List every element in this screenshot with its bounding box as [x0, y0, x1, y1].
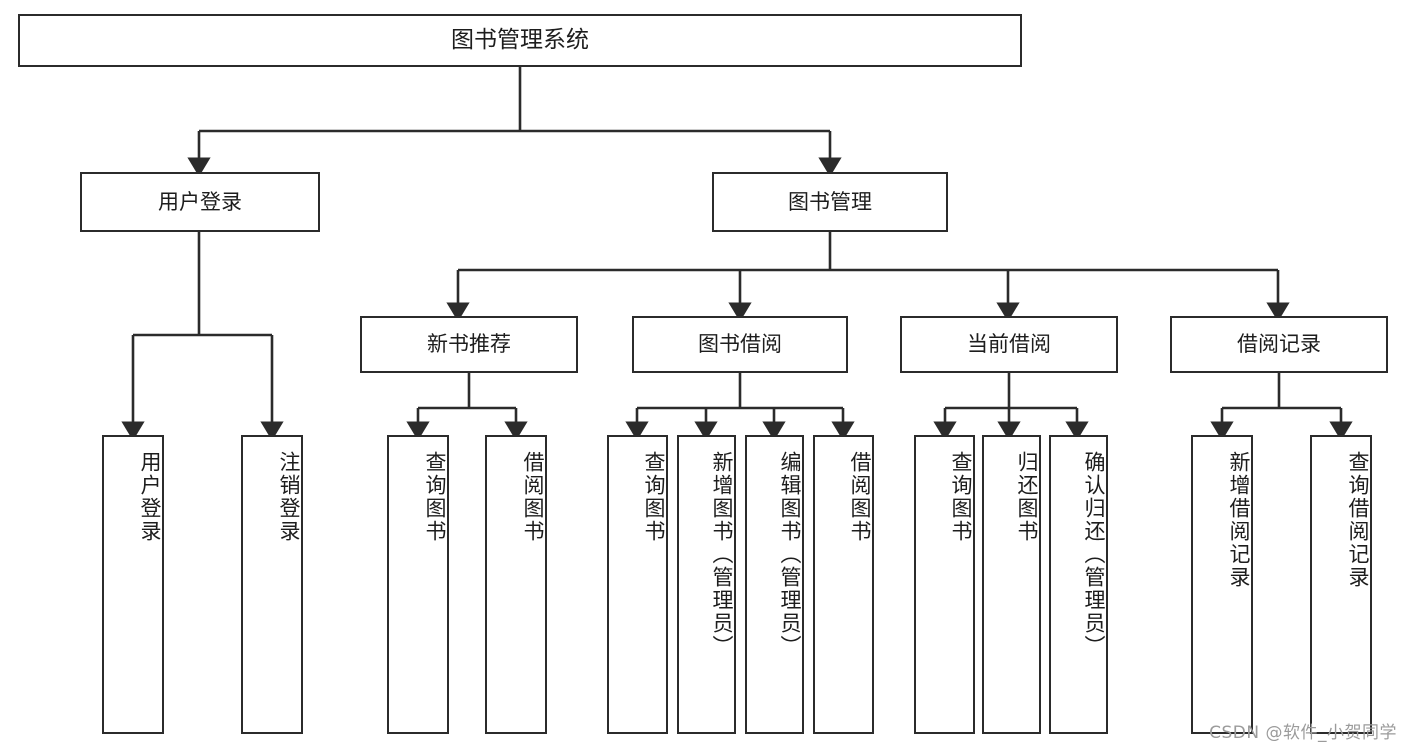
leaf-query-borrow-record[interactable]: 查询借阅记录 [1310, 435, 1372, 734]
node-label: 编辑图书（管理员） [778, 451, 802, 658]
node-label: 查询图书 [423, 451, 447, 543]
leaf-query-book-recommend[interactable]: 查询图书 [387, 435, 449, 734]
watermark: CSDN @软件_小贺同学 [1209, 723, 1397, 743]
node-label: 查询借阅记录 [1346, 451, 1370, 589]
leaf-borrow-book-recommend[interactable]: 借阅图书 [485, 435, 547, 734]
leaf-add-book-admin[interactable]: 新增图书（管理员） [677, 435, 736, 734]
node-label: 图书管理系统 [451, 26, 589, 53]
node-label: 注销登录 [277, 451, 301, 543]
leaf-add-borrow-record[interactable]: 新增借阅记录 [1191, 435, 1253, 734]
node-book-management[interactable]: 图书管理 [712, 172, 948, 232]
node-label: 归还图书 [1015, 451, 1039, 543]
node-user-login[interactable]: 用户登录 [80, 172, 320, 232]
node-label: 用户登录 [158, 189, 242, 214]
node-label: 借阅记录 [1237, 332, 1321, 357]
node-label: 借阅图书 [521, 451, 545, 543]
node-label: 新书推荐 [427, 332, 511, 357]
node-label: 图书借阅 [698, 332, 782, 357]
leaf-logout[interactable]: 注销登录 [241, 435, 303, 734]
node-root-system[interactable]: 图书管理系统 [18, 14, 1022, 67]
leaf-query-book-borrow[interactable]: 查询图书 [607, 435, 668, 734]
node-new-book-recommend[interactable]: 新书推荐 [360, 316, 578, 373]
node-label: 图书管理 [788, 189, 872, 214]
leaf-borrow-book[interactable]: 借阅图书 [813, 435, 874, 734]
node-label: 用户登录 [138, 451, 162, 543]
node-book-borrow[interactable]: 图书借阅 [632, 316, 848, 373]
node-label: 借阅图书 [848, 451, 872, 543]
leaf-confirm-return-admin[interactable]: 确认归还（管理员） [1049, 435, 1108, 734]
node-current-borrow[interactable]: 当前借阅 [900, 316, 1118, 373]
node-label: 查询图书 [949, 451, 973, 543]
node-label: 新增图书（管理员） [710, 451, 734, 658]
node-label: 新增借阅记录 [1227, 451, 1251, 589]
leaf-user-login[interactable]: 用户登录 [102, 435, 164, 734]
leaf-query-book-current[interactable]: 查询图书 [914, 435, 975, 734]
leaf-edit-book-admin[interactable]: 编辑图书（管理员） [745, 435, 804, 734]
node-label: 当前借阅 [967, 332, 1051, 357]
node-borrow-records[interactable]: 借阅记录 [1170, 316, 1388, 373]
leaf-return-book[interactable]: 归还图书 [982, 435, 1041, 734]
node-label: 确认归还（管理员） [1082, 451, 1106, 658]
node-label: 查询图书 [642, 451, 666, 543]
